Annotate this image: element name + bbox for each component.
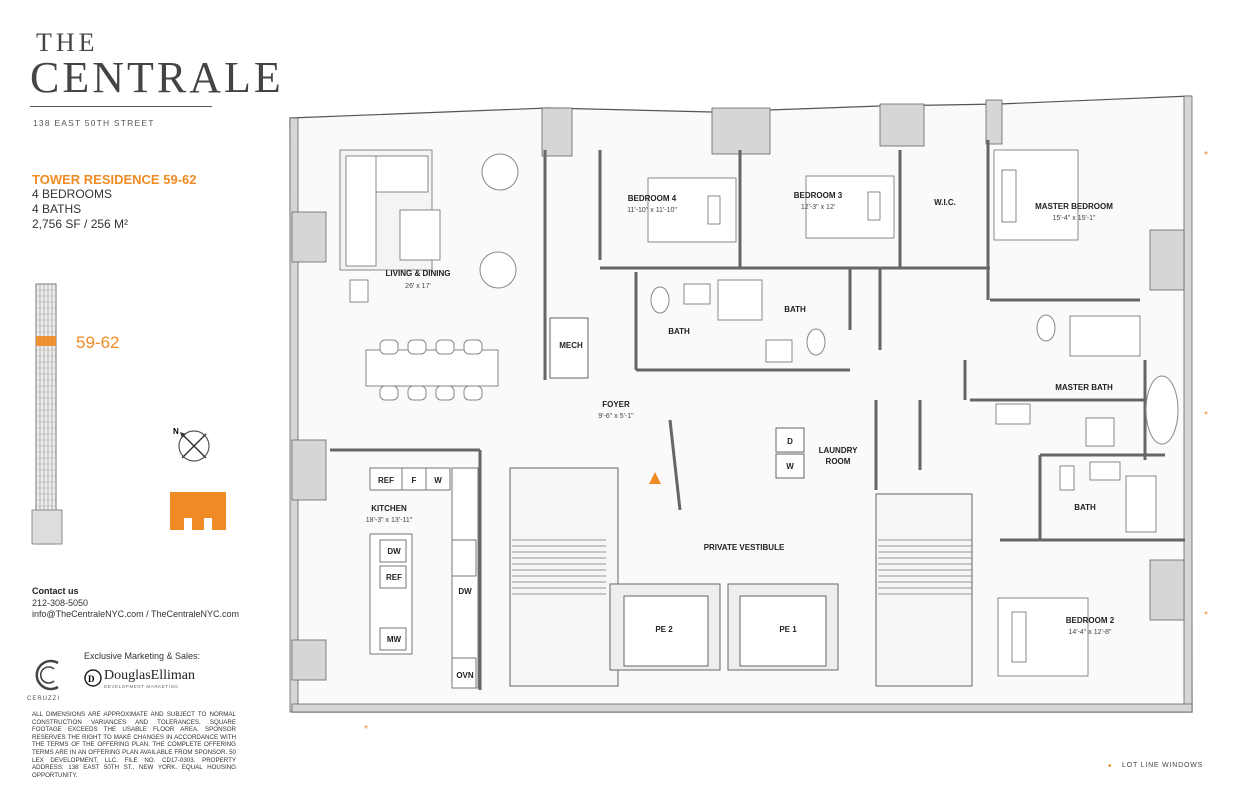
svg-text:*: *	[1204, 410, 1208, 421]
appliance-dw: DW	[387, 547, 401, 556]
legal-disclaimer: All dimensions are approximate and subje…	[32, 711, 236, 779]
compass-icon: N	[173, 427, 210, 462]
building-address: 138 EAST 50TH STREET	[33, 118, 155, 128]
appliance-ref-2: REF	[386, 573, 402, 582]
svg-text:*: *	[1204, 610, 1208, 621]
room-label-wic: W.I.C.	[934, 198, 956, 207]
key-plan-icon	[170, 492, 226, 530]
room-dim-living: 26' x 17'	[405, 283, 431, 290]
marketing-label: Exclusive Marketing & Sales:	[84, 651, 201, 661]
tower-floor-label: 59-62	[76, 333, 120, 352]
room-dim-kitchen: 18'-3" x 13'-11"	[366, 517, 413, 524]
room-label-pe2: PE 2	[655, 625, 673, 634]
appliance-oven: OVN	[456, 671, 474, 680]
room-dim-bedroom-3: 12'-3" x 12'	[801, 204, 835, 211]
appliance-freezer: F	[412, 476, 417, 485]
svg-text:*: *	[364, 724, 368, 735]
room-label-bedroom-2: BEDROOM 2	[1066, 616, 1115, 625]
appliance-washer: W	[786, 462, 794, 471]
appliance-wine: W	[434, 476, 442, 485]
room-label-mech: MECH	[559, 341, 583, 350]
brand-line-1: THE	[36, 28, 99, 57]
room-label-master-bath: MASTER BATH	[1055, 383, 1113, 392]
room-label-living: LIVING & DINING	[386, 269, 451, 278]
room-label-bath-c: BATH	[1074, 503, 1096, 512]
developer-logo-icon	[35, 659, 59, 691]
broker-name: DouglasElliman	[104, 668, 195, 683]
room-label-pe1: PE 1	[779, 625, 797, 634]
broker-logo-icon: D	[84, 669, 102, 687]
bath-count: 4 BATHS	[32, 202, 82, 216]
lot-line-marker-icon: •	[1108, 761, 1112, 772]
legend-text: LOT LINE WINDOWS	[1122, 762, 1204, 769]
brand-divider	[30, 106, 212, 107]
room-label-kitchen: KITCHEN	[371, 504, 407, 513]
svg-text:D: D	[88, 674, 95, 684]
appliance-dw-2: DW	[458, 587, 472, 596]
room-dim-master-bedroom: 15'-4" x 15'-1"	[1052, 215, 1096, 222]
room-label-bath-b: BATH	[784, 305, 806, 314]
bedroom-count: 4 BEDROOMS	[32, 187, 113, 201]
contact-title: Contact us	[32, 586, 79, 596]
broker-subtitle: DEVELOPMENT MARKETING	[104, 684, 179, 689]
contact-phone: 212-308-5050	[32, 598, 89, 608]
room-label-vestibule: PRIVATE VESTIBULE	[704, 543, 785, 552]
room-label-bath-a: BATH	[668, 327, 690, 336]
brand-logo-text: CENTRALE	[30, 53, 284, 102]
square-footage: 2,756 SF / 256 M²	[32, 217, 129, 231]
compass-north-label: N	[173, 427, 179, 436]
appliance-dryer: D	[787, 437, 793, 446]
room-dim-bedroom-4: 11'-10" x 11'-10"	[627, 207, 677, 214]
appliance-ref: REF	[378, 476, 394, 485]
developer-logo-text: CERUZZI	[27, 696, 60, 702]
tower-silhouette-icon	[31, 283, 63, 545]
room-label-foyer: FOYER	[602, 400, 630, 409]
room-dim-foyer: 9'-6" x 5'-1"	[598, 413, 634, 420]
appliance-mw: MW	[387, 635, 402, 644]
room-dim-bedroom-2: 14'-4" x 12'-8"	[1068, 629, 1112, 636]
contact-links[interactable]: info@TheCentraleNYC.com / TheCentraleNYC…	[32, 609, 240, 619]
room-label-laundry-line2: ROOM	[826, 457, 851, 466]
room-label-laundry-line1: LAUNDRY	[819, 446, 858, 455]
room-label-bedroom-4: BEDROOM 4	[628, 194, 677, 203]
residence-title: TOWER RESIDENCE 59-62	[32, 172, 197, 187]
room-label-master-bedroom: MASTER BEDROOM	[1035, 202, 1113, 211]
svg-text:*: *	[1204, 150, 1208, 161]
room-label-bedroom-3: BEDROOM 3	[794, 191, 843, 200]
